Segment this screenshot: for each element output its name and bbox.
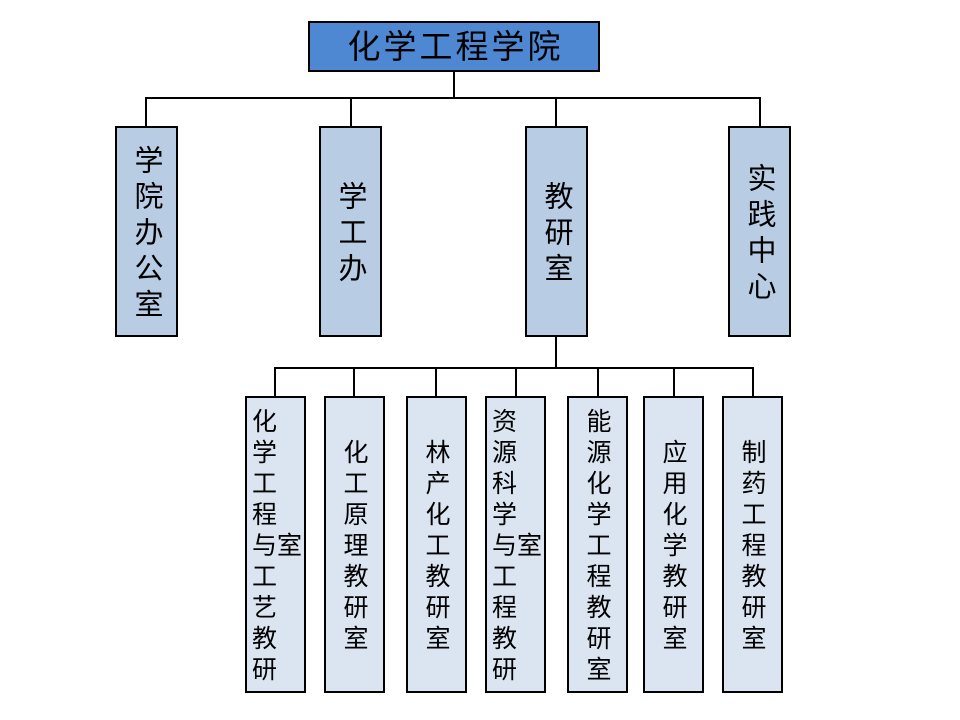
connector-drop-level3-4 — [515, 367, 517, 396]
org-node-chem-eng-technology-office-label: 化学工程与工艺教研室 — [248, 408, 303, 687]
connector-drop-level2-2 — [350, 97, 352, 126]
connector-drop-level3-7 — [752, 367, 754, 396]
org-node-applied-chemistry-office: 应用化学教研室 — [643, 396, 704, 693]
connector-drop-level3-6 — [673, 367, 675, 396]
org-node-college-office-label: 学院办公室 — [130, 145, 164, 325]
connector-drop-level2-4 — [759, 97, 761, 126]
connector-drop-level2-1 — [145, 97, 147, 126]
org-node-practice-center: 实践中心 — [728, 126, 791, 337]
org-node-chem-eng-technology-office: 化学工程与工艺教研室 — [245, 396, 306, 693]
org-node-root: 化学工程学院 — [308, 21, 600, 72]
org-node-pharmaceutical-eng-office: 制药工程教研室 — [722, 396, 783, 693]
org-node-pharmaceutical-eng-office-label: 制药工程教研室 — [738, 439, 767, 656]
connector-level3-bus — [274, 367, 754, 369]
org-node-energy-chemical-office: 能源化学工程教研室 — [567, 396, 628, 693]
org-node-root-label: 化学工程学院 — [347, 27, 564, 66]
connector-drop-level3-5 — [597, 367, 599, 396]
connector-drop-level2-3 — [555, 97, 557, 126]
org-node-teaching-research-office: 教研室 — [525, 126, 588, 337]
org-node-teaching-research-office-label: 教研室 — [540, 181, 574, 289]
org-node-resource-science-office: 资源科学与工程教研室 — [485, 396, 546, 693]
org-node-chem-eng-principles-office: 化工原理教研室 — [324, 396, 385, 693]
connector-drop-level3-1 — [274, 367, 276, 396]
org-node-applied-chemistry-office-label: 应用化学教研室 — [659, 439, 688, 656]
connector-drop-level3-3 — [435, 367, 437, 396]
connector-drop-level3-2 — [353, 367, 355, 396]
connector-root-stem — [453, 71, 455, 98]
connector-level2-bus — [145, 97, 761, 99]
org-node-student-affairs-office: 学工办 — [319, 126, 382, 337]
org-node-forest-products-office-label: 林产化工教研室 — [422, 439, 451, 656]
org-node-forest-products-office: 林产化工教研室 — [406, 396, 467, 693]
org-node-student-affairs-office-label: 学工办 — [334, 181, 368, 289]
org-node-practice-center-label: 实践中心 — [743, 163, 777, 307]
org-node-college-office: 学院办公室 — [115, 126, 178, 337]
org-node-energy-chemical-office-label: 能源化学工程教研室 — [583, 408, 612, 687]
connector-level3-stem — [555, 337, 557, 368]
org-node-resource-science-office-label: 资源科学与工程教研室 — [488, 408, 543, 687]
org-node-chem-eng-principles-office-label: 化工原理教研室 — [340, 439, 369, 656]
